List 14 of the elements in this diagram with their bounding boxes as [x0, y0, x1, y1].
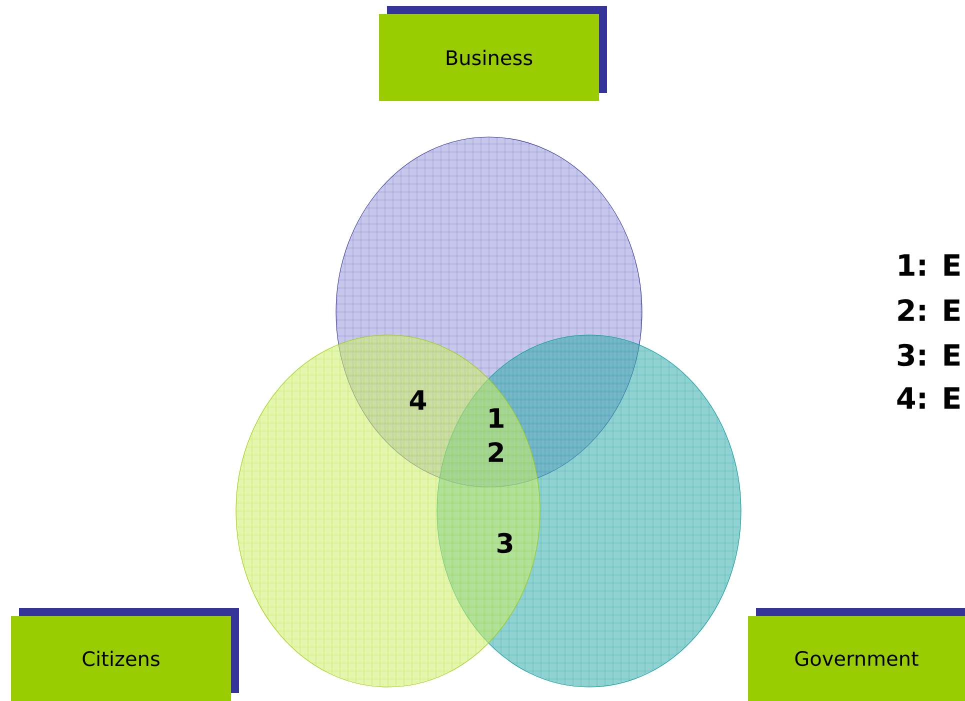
region-number: 1: [490, 408, 504, 428]
legend-text: 4: E: [897, 387, 960, 409]
region-number: 4: [410, 390, 426, 410]
venn-circle: [236, 334, 540, 688]
region-number: 3: [498, 532, 512, 554]
legend-text: 1: E: [899, 254, 960, 276]
legend-text: 2: E: [898, 299, 960, 321]
label-box: Citizens: [11, 608, 239, 701]
venn-circle: [436, 334, 742, 688]
label-box: Government: [748, 608, 965, 701]
region-number: 2: [488, 442, 503, 462]
legend-text: 3: E: [898, 344, 960, 366]
venn-circle: [336, 136, 642, 488]
label-box: Business: [379, 6, 607, 101]
